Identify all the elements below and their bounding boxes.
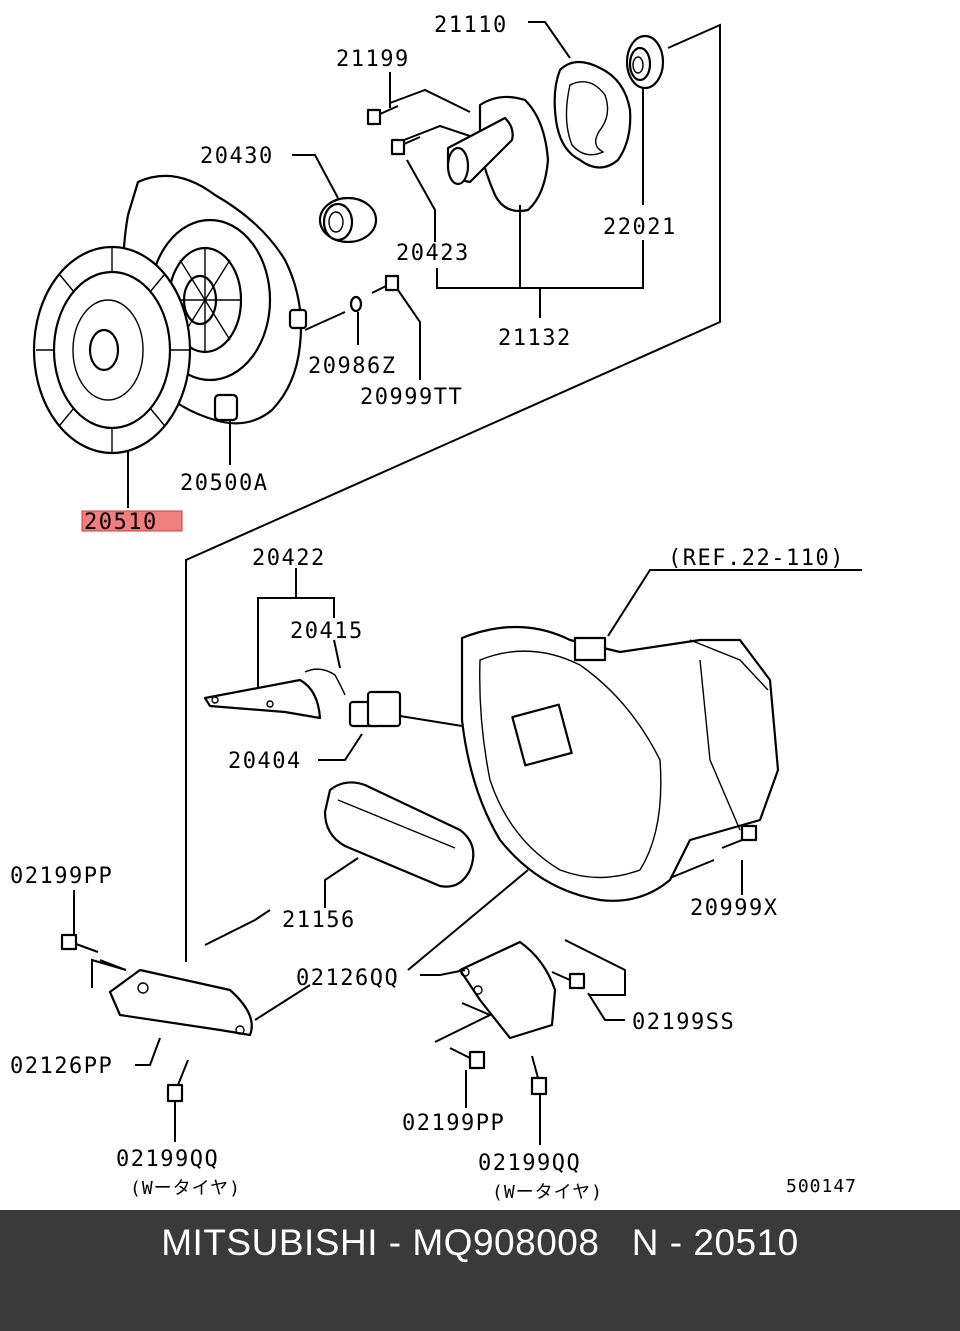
release-fork-20422: [203, 678, 322, 720]
leader-plate-washer: [304, 311, 346, 331]
cover-21156: [323, 781, 475, 888]
label-20422: 20422: [252, 546, 326, 571]
label-20430: 20430: [200, 144, 274, 169]
clutch-disc-20510: [32, 245, 192, 455]
bolt-21199: [366, 105, 399, 126]
leader-02126qq-housing: [407, 869, 529, 971]
label-02126pp: 02126PP: [10, 1054, 113, 1079]
assembly-bracket-line: [185, 23, 721, 962]
highlight-20510: [81, 510, 183, 532]
label-20415: 20415: [290, 619, 364, 644]
label-21132: 21132: [498, 326, 572, 351]
bracket-02126pp: [108, 968, 253, 1037]
label-20510: 20510: [84, 510, 158, 535]
label-20500a: 20500A: [180, 471, 268, 496]
label-21156: 21156: [282, 908, 356, 933]
leader-ref: [607, 569, 862, 637]
label-20999tt: 20999TT: [360, 385, 463, 410]
leader-housing-bolt: [669, 859, 715, 879]
leader-20999tt: [397, 289, 421, 380]
label-22021: 22021: [603, 215, 677, 240]
leader-02199ss: [587, 992, 625, 1021]
leader-02126qq-left: [254, 984, 311, 1021]
washer-20986z: [349, 295, 363, 313]
switch-20404: [348, 690, 463, 728]
leader-02199pp-right: [434, 1002, 493, 1043]
bolt-20423: [390, 136, 421, 156]
bracket-02126qq: [458, 940, 557, 1040]
label-02199qq-left: 02199QQ: [116, 1147, 219, 1172]
note-w-tire-right: (Wータイヤ): [492, 1182, 603, 1203]
bolt-02199qq-left: [166, 1059, 189, 1103]
bolt-20999tt: [371, 274, 400, 294]
diagram-number: 500147: [786, 1176, 857, 1197]
leader-20423-b: [403, 124, 471, 141]
leader-21156-b: [204, 909, 271, 946]
retainer-part: [446, 95, 550, 213]
label-02199pp-left: 02199PP: [10, 864, 113, 889]
label-21199: 21199: [336, 47, 410, 72]
leader-20422: [257, 568, 297, 688]
bolt-20999x: [721, 824, 758, 849]
label-20986z: 20986Z: [308, 354, 396, 379]
leader-21110: [528, 21, 571, 59]
bolt-02199qq-right: [530, 1055, 548, 1096]
clip-20415: [304, 639, 346, 696]
leader-21156: [324, 857, 359, 908]
leader-02126pp: [135, 1037, 161, 1066]
leader-20422-b: [296, 597, 335, 618]
transmission-housing: [460, 625, 780, 902]
footer-part-text: MITSUBISHI - MQ908008 N - 20510: [161, 1222, 799, 1263]
leader-20423: [406, 159, 436, 242]
label-ref: (REF.22-110): [668, 546, 845, 571]
label-02199qq-right: 02199QQ: [478, 1151, 581, 1176]
label-20423: 20423: [396, 241, 470, 266]
bolt-02199pp-right: [449, 1047, 486, 1070]
leader-bracket-left: [91, 958, 127, 988]
leader-02126qq: [420, 969, 466, 976]
bearing-part: [625, 34, 665, 90]
label-20999x: 20999X: [690, 896, 778, 921]
label-02199pp-right: 02199PP: [402, 1111, 505, 1136]
footer-bar: [0, 1210, 960, 1331]
leader-20430: [292, 154, 339, 199]
label-21110: 21110: [434, 13, 508, 38]
gasket-part: [553, 60, 632, 169]
leader-21199-b: [389, 88, 471, 113]
label-02199ss: 02199SS: [632, 1010, 735, 1035]
leader-02199ss-bracket: [564, 939, 626, 996]
bolt-02199pp-left: [60, 933, 99, 953]
leader-20404: [318, 733, 363, 761]
label-02126qq: 02126QQ: [296, 966, 399, 991]
release-bearing-20430: [318, 196, 378, 244]
clutch-exploded-diagram: 21110 21199 20430 22021 20423 21132 2098…: [10, 13, 862, 1203]
bolt-02199ss: [551, 971, 586, 990]
note-w-tire-left: (Wータイヤ): [130, 1178, 241, 1199]
label-20404: 20404: [228, 749, 302, 774]
